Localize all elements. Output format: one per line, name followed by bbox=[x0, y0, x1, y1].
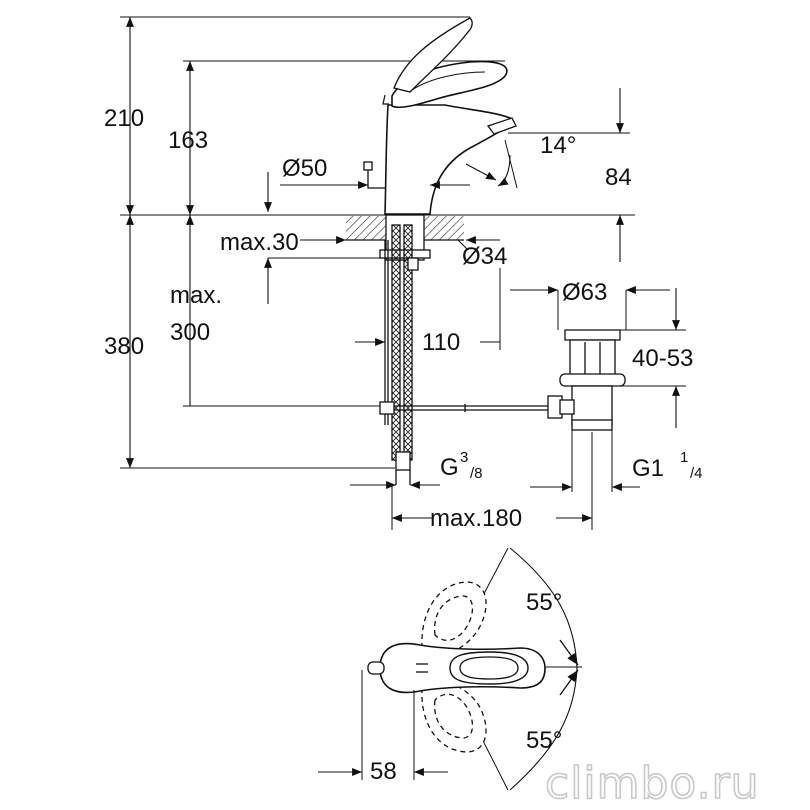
dim-angle-14: 14° bbox=[540, 132, 576, 159]
supply-hose-left bbox=[391, 224, 401, 461]
dim-40-53: 40-53 bbox=[632, 345, 693, 372]
dim-163: 163 bbox=[168, 127, 208, 154]
dimension-labels: 210 163 Ø50 14° 84 max.30 Ø34 Ø63 max. 3… bbox=[104, 105, 703, 785]
dim-d63: Ø63 bbox=[562, 279, 607, 306]
lever-rotation-arc bbox=[509, 547, 578, 791]
popup-knob-plan bbox=[367, 661, 385, 675]
dim-d34: Ø34 bbox=[462, 243, 507, 270]
side-elevation-view bbox=[120, 16, 635, 485]
dim-max300-line2: 300 bbox=[170, 319, 210, 346]
lever-ghost-left bbox=[421, 581, 487, 655]
dimension-lines bbox=[126, 17, 686, 530]
aerator-oval bbox=[449, 651, 529, 685]
dim-g114-num: 1 bbox=[680, 449, 688, 466]
counter-section-right bbox=[424, 216, 464, 240]
dim-g38-main: G bbox=[440, 454, 459, 481]
watermark: climbo.ru bbox=[545, 758, 760, 809]
dim-g114-main: G1 bbox=[632, 455, 664, 482]
popup-rod-top bbox=[367, 168, 385, 189]
plan-view bbox=[318, 547, 582, 791]
dim-210: 210 bbox=[104, 105, 144, 132]
dim-84: 84 bbox=[605, 164, 632, 191]
lever-raised-ghost bbox=[393, 17, 473, 93]
dim-g114-den: /4 bbox=[690, 465, 703, 482]
dim-110: 110 bbox=[422, 329, 460, 356]
dim-max300-line1: max. bbox=[170, 282, 222, 309]
dim-angle-55-bottom: 55° bbox=[526, 727, 562, 754]
dim-max180: max.180 bbox=[430, 505, 522, 532]
dim-58: 58 bbox=[370, 758, 397, 785]
spout-aerator bbox=[486, 117, 517, 135]
dim-angle-55-top: 55° bbox=[526, 589, 562, 616]
dim-g38-den: /8 bbox=[470, 465, 483, 482]
dim-max30: max.30 bbox=[220, 229, 299, 256]
drain-nut bbox=[559, 373, 626, 387]
counter-section-left bbox=[346, 216, 386, 240]
dim-380: 380 bbox=[104, 333, 144, 360]
dim-g38-num: 3 bbox=[460, 449, 468, 466]
faucet-body bbox=[384, 104, 511, 215]
lever-ghost-right bbox=[421, 681, 487, 753]
dim-d50: Ø50 bbox=[282, 155, 327, 182]
drain-flange bbox=[564, 329, 621, 341]
